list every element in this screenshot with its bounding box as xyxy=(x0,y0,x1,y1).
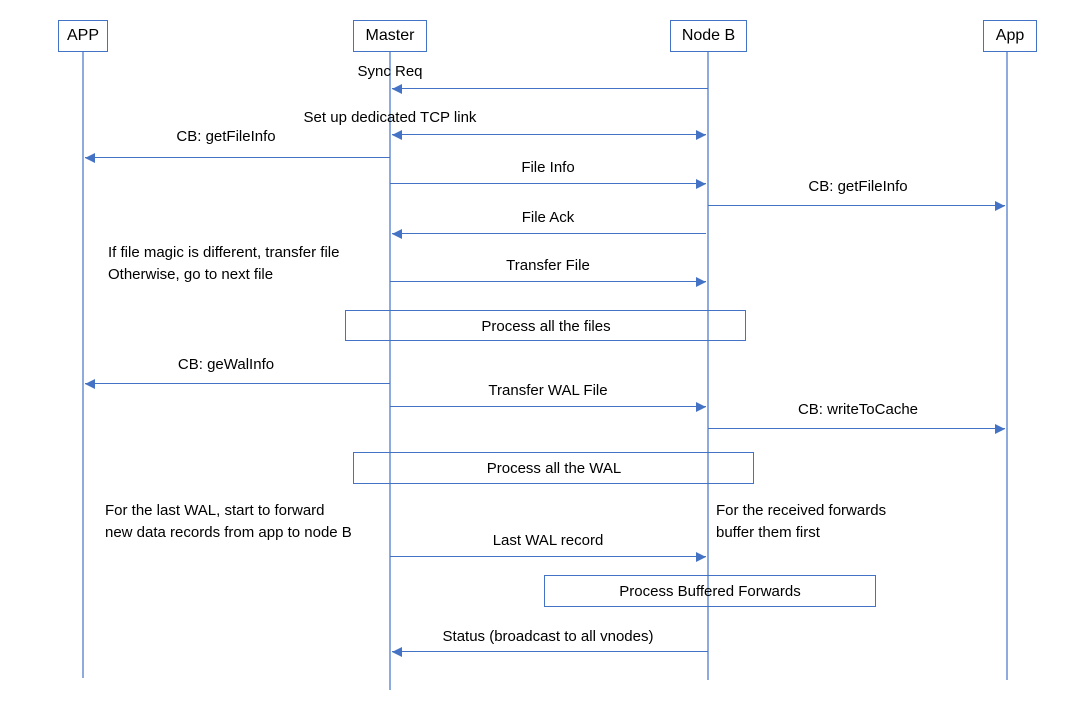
participant-app-left[interactable]: APP xyxy=(58,20,108,52)
arrowhead-right-setup-tcp xyxy=(696,129,706,140)
arrowhead-left-status-broadcast xyxy=(392,646,402,657)
message-label-status-broadcast: Status (broadcast to all vnodes) xyxy=(442,628,654,645)
arrowhead-left-cb-getfileinfo-left xyxy=(85,152,95,163)
message-line-transfer-wal xyxy=(390,406,706,407)
participant-label-master: Master xyxy=(365,27,415,44)
message-line-setup-tcp xyxy=(392,134,706,135)
message-line-file-ack xyxy=(392,233,706,234)
message-line-status-broadcast xyxy=(392,651,708,652)
process-box-label-process-all-wal: Process all the WAL xyxy=(486,460,622,477)
message-label-cb-gewalinfo: CB: geWalInfo xyxy=(177,356,275,373)
arrowhead-left-cb-gewalinfo xyxy=(85,378,95,389)
participant-label-node-b: Node B xyxy=(681,27,736,44)
message-line-cb-writetocache xyxy=(708,428,1005,429)
process-box-process-all-files xyxy=(345,310,746,341)
message-label-cb-writetocache: CB: writeToCache xyxy=(797,401,919,418)
message-line-file-info xyxy=(390,183,706,184)
participant-label-app-left: APP xyxy=(66,27,99,44)
message-line-transfer-file xyxy=(390,281,706,282)
lifeline-app-left xyxy=(82,52,84,678)
lifeline-app-right xyxy=(1006,52,1008,680)
participant-master[interactable]: Master xyxy=(353,20,427,52)
message-label-sync-req: Sync Req xyxy=(357,63,423,80)
participant-node-b[interactable]: Node B xyxy=(670,20,747,52)
arrowhead-left-setup-tcp xyxy=(392,129,402,140)
message-line-cb-getfileinfo-left xyxy=(85,157,390,158)
message-line-sync-req xyxy=(392,88,708,89)
message-label-cb-getfileinfo-left: CB: getFileInfo xyxy=(176,128,276,145)
message-line-last-wal-record xyxy=(390,556,706,557)
arrowhead-left-file-ack xyxy=(392,228,402,239)
message-label-last-wal-record: Last WAL record xyxy=(492,532,604,549)
arrowhead-right-file-info xyxy=(696,178,706,189)
note-note-file-magic: If file magic is different, transfer fil… xyxy=(108,244,340,283)
participant-app-right[interactable]: App xyxy=(983,20,1037,52)
message-line-cb-getfileinfo-right xyxy=(708,205,1005,206)
process-box-process-all-wal xyxy=(353,452,754,484)
arrowhead-right-cb-getfileinfo-right xyxy=(995,200,1005,211)
arrowhead-left-sync-req xyxy=(392,83,402,94)
message-label-cb-getfileinfo-right: CB: getFileInfo xyxy=(808,178,908,195)
process-box-process-buffered-fwd xyxy=(544,575,876,607)
lifeline-master xyxy=(389,52,391,690)
process-box-label-process-buffered-fwd: Process Buffered Forwards xyxy=(619,583,801,600)
arrowhead-right-transfer-file xyxy=(696,276,706,287)
message-label-transfer-wal: Transfer WAL File xyxy=(488,382,608,399)
arrowhead-right-last-wal-record xyxy=(696,551,706,562)
arrowhead-right-cb-writetocache xyxy=(995,423,1005,434)
message-label-file-info: File Info xyxy=(521,159,575,176)
note-note-last-wal: For the last WAL, start to forward new d… xyxy=(105,502,352,541)
message-label-setup-tcp: Set up dedicated TCP link xyxy=(303,109,477,126)
note-note-buffer-first: For the received forwards buffer them fi… xyxy=(716,502,887,541)
lifeline-node-b xyxy=(707,52,709,680)
message-label-file-ack: File Ack xyxy=(521,209,575,226)
message-line-cb-gewalinfo xyxy=(85,383,390,384)
process-box-label-process-all-files: Process all the files xyxy=(481,318,611,335)
arrowhead-right-transfer-wal xyxy=(696,401,706,412)
participant-label-app-right: App xyxy=(995,27,1025,44)
message-label-transfer-file: Transfer File xyxy=(506,257,590,274)
